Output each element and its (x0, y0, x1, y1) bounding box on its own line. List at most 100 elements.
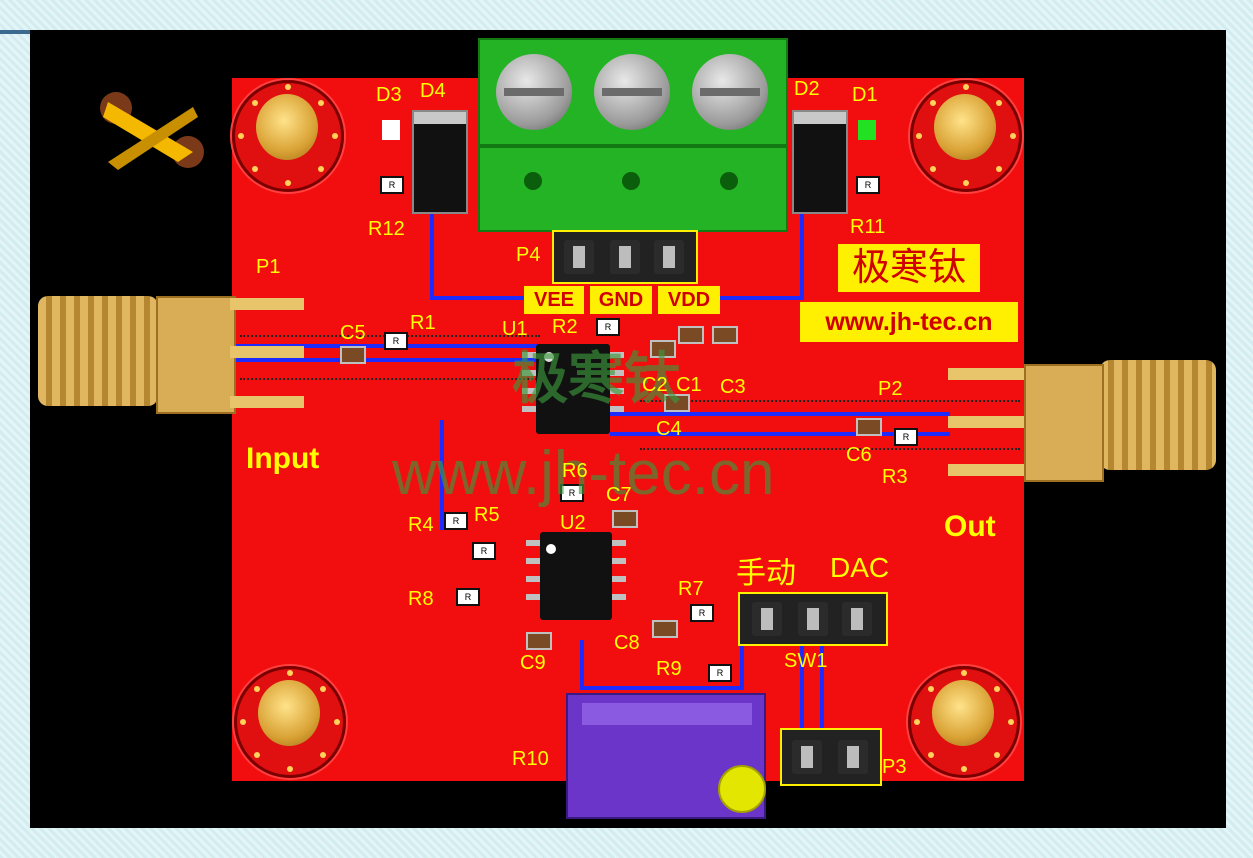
silk-c6: C6 (846, 444, 872, 466)
potentiometer-r10[interactable] (566, 693, 766, 819)
trace-input-2 (232, 358, 562, 362)
silk-d2: D2 (794, 78, 820, 100)
sma-output-tab-2 (948, 416, 1024, 428)
silk-c8: C8 (614, 632, 640, 654)
via-row-out-top (640, 400, 1020, 402)
capacitor-c1 (678, 326, 704, 344)
label-gnd: GND (590, 286, 652, 314)
via-row-out-bottom (640, 448, 1020, 450)
sma-input-body (156, 296, 236, 414)
silk-d3: D3 (376, 84, 402, 106)
resistor-r9: R (708, 664, 732, 682)
resistor-r3: R (894, 428, 918, 446)
trace-feedback (440, 420, 444, 530)
silk-u1: U1 (502, 318, 528, 340)
trace-vdd (800, 210, 804, 300)
sma-output-tab-3 (948, 464, 1024, 476)
silk-r4: R4 (408, 514, 434, 536)
silk-c5: C5 (340, 322, 366, 344)
resistor-r12: R (380, 176, 404, 194)
watermark-url: www.jh-tec.cn (392, 439, 775, 508)
resistor-r5: R (472, 542, 496, 560)
silk-c4: C4 (656, 418, 682, 440)
trace-vdd-2 (700, 296, 804, 300)
screw-2 (594, 54, 670, 130)
resistor-r7: R (690, 604, 714, 622)
trace-sw-2 (820, 640, 824, 730)
ic-u1 (536, 344, 610, 434)
sma-input-tab-2 (230, 346, 304, 358)
trace-vee (430, 210, 434, 300)
silk-out: Out (944, 510, 996, 543)
trace-vee-2 (430, 296, 550, 300)
silk-p2: P2 (878, 378, 903, 400)
silk-r11: R11 (850, 216, 886, 238)
resistor-r1: R (384, 332, 408, 350)
silk-r6: R6 (562, 460, 588, 482)
trace-pot-3 (740, 640, 744, 690)
header-p3 (780, 728, 882, 786)
silk-manual: 手动 (736, 557, 796, 590)
silk-c1: C1 (676, 374, 702, 396)
silk-c3: C3 (720, 376, 746, 398)
silk-r8: R8 (408, 588, 434, 610)
mount-hole-bottom-left (234, 666, 346, 778)
switch-sw1[interactable] (738, 592, 888, 646)
brand-chinese: 极寒钛 (838, 244, 980, 292)
silk-d1: D1 (852, 84, 878, 106)
resistor-r11: R (856, 176, 880, 194)
diode-d2 (792, 110, 848, 214)
led-d1 (858, 120, 876, 140)
label-vdd: VDD (658, 286, 720, 314)
silk-c9: C9 (520, 652, 546, 674)
resistor-r2: R (596, 318, 620, 336)
watermark-cn: 极寒钛 (512, 347, 680, 410)
capacitor-c5 (340, 346, 366, 364)
trace-output-2 (610, 432, 950, 436)
mount-hole-top-left (232, 80, 344, 192)
sma-input-thread (38, 296, 158, 406)
silk-c2: C2 (642, 374, 668, 396)
trace-pot (580, 640, 584, 690)
silk-dac: DAC (830, 552, 890, 583)
silk-r1: R1 (410, 312, 436, 334)
silk-r12: R12 (368, 218, 405, 240)
capacitor-c7 (612, 510, 638, 528)
header-p4 (552, 230, 698, 284)
silk-r7: R7 (678, 578, 704, 600)
ic-u2 (540, 532, 612, 620)
sma-input-tab-3 (230, 396, 304, 408)
silk-r9: R9 (656, 658, 682, 680)
silk-p3: P3 (882, 756, 907, 778)
capacitor-c8 (652, 620, 678, 638)
silk-d4: D4 (420, 80, 446, 102)
silk-sw1: SW1 (784, 650, 828, 672)
trace-output (610, 412, 950, 416)
via-row-bottom (240, 378, 540, 380)
led-d3 (382, 120, 400, 140)
orientation-widget[interactable] (98, 92, 208, 172)
diode-d4 (412, 110, 468, 214)
silk-r3: R3 (882, 466, 908, 488)
mount-hole-top-right (910, 80, 1022, 192)
capacitor-c9 (526, 632, 552, 650)
silk-r5: R5 (474, 504, 500, 526)
label-vee: VEE (524, 286, 584, 314)
sma-output-tab-1 (948, 368, 1024, 380)
pot-adjust-knob[interactable] (718, 765, 766, 813)
mount-hole-bottom-right (908, 666, 1020, 778)
screw-3 (692, 54, 768, 130)
silk-p4: P4 (516, 244, 541, 266)
trace-pot-2 (580, 686, 740, 690)
silk-input: Input (246, 442, 320, 475)
brand-url: www.jh-tec.cn (800, 302, 1018, 342)
silk-c7: C7 (606, 484, 632, 506)
capacitor-c3 (712, 326, 738, 344)
power-terminal-block (478, 38, 788, 232)
silk-u2: U2 (560, 512, 586, 534)
capacitor-c4 (664, 394, 690, 412)
trace-sw (800, 640, 804, 730)
capacitor-c6 (856, 418, 882, 436)
sma-output-body (1024, 364, 1104, 482)
capacitor-c2 (650, 340, 676, 358)
